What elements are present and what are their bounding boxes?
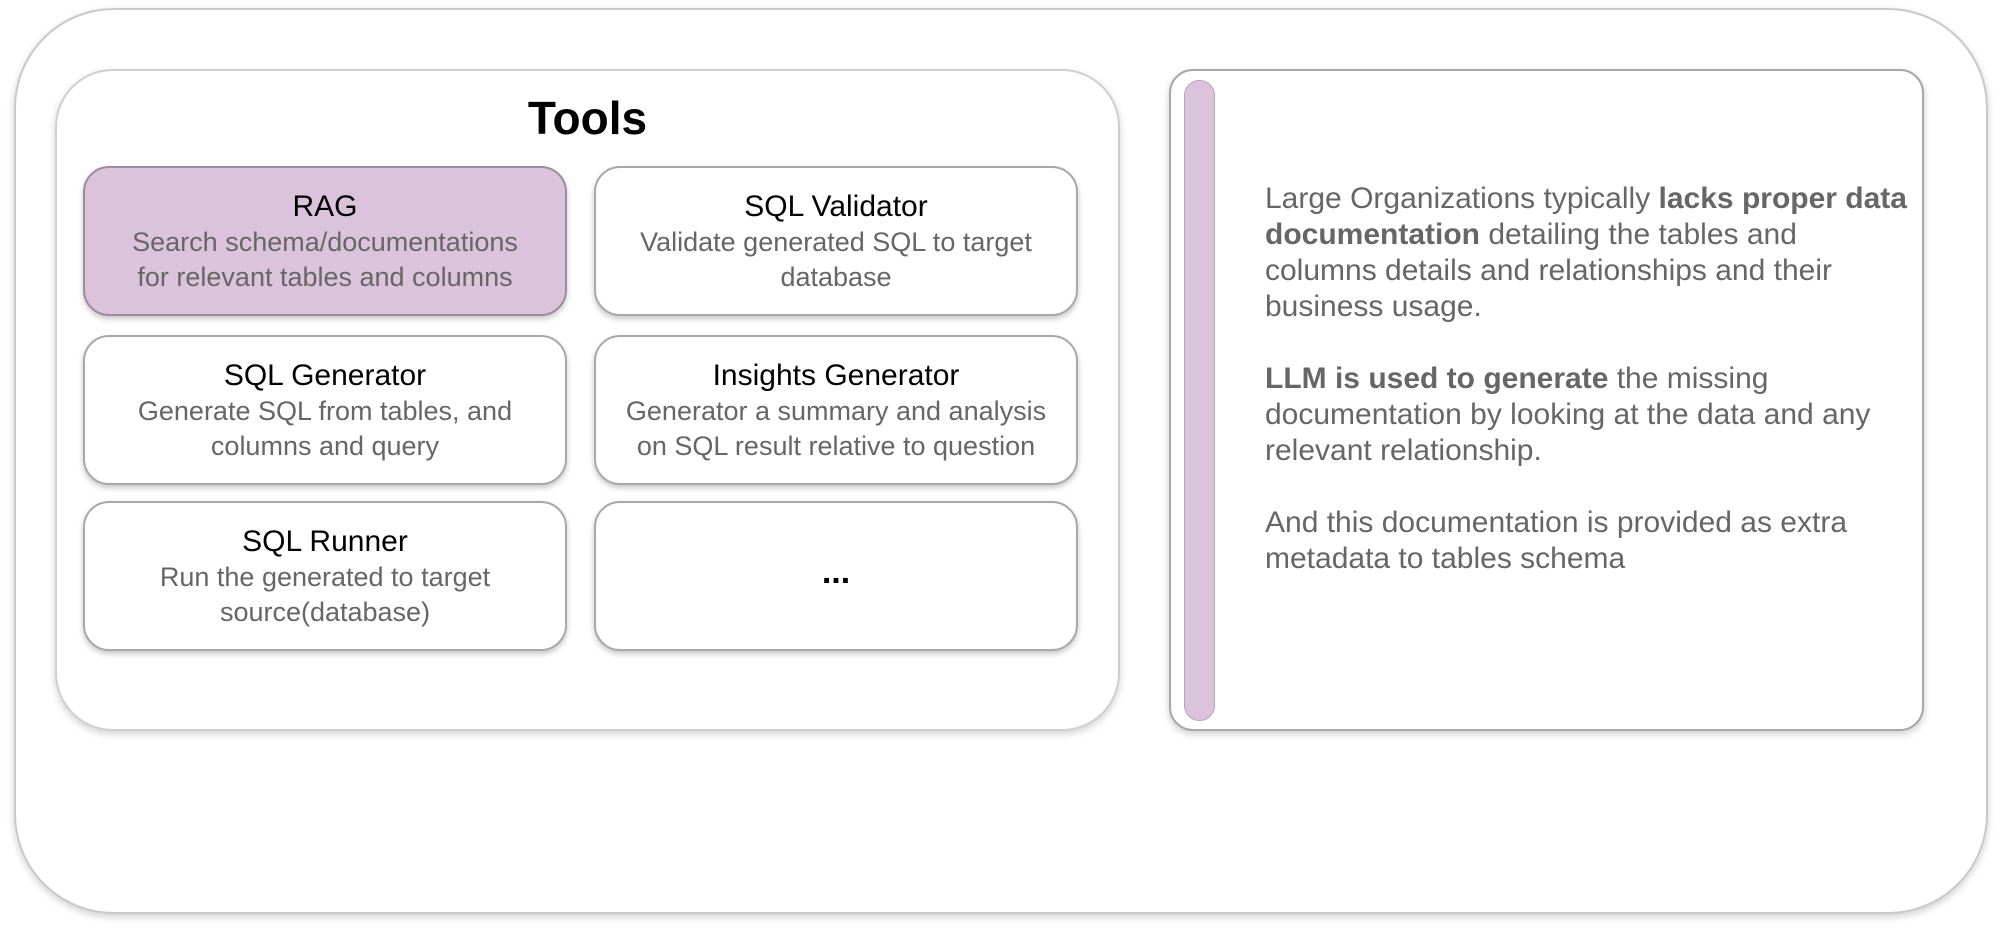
tool-description-line: for relevant tables and columns	[137, 262, 513, 292]
tool-description-line: Search schema/documentations	[132, 227, 518, 257]
tool-card-insights-generator: Insights Generator Generator a summary a…	[594, 335, 1078, 485]
tool-description-line: on SQL result relative to question	[636, 431, 1036, 461]
tool-card-sql-validator: SQL Validator Validate generated SQL to …	[594, 166, 1078, 316]
tool-card-rag: RAG Search schema/documentations for rel…	[83, 166, 567, 316]
info-text-span: Large Organizations typically	[1265, 182, 1659, 215]
tool-description-line: columns and query	[210, 431, 440, 461]
info-text-span: detailing the tables and columns details…	[1265, 218, 1832, 323]
info-text-span: the missing documentation by looking at …	[1265, 362, 1871, 467]
tool-card-more: ...	[594, 501, 1078, 651]
tool-name: SQL Generator	[223, 359, 427, 392]
more-tools-ellipsis: ...	[821, 553, 851, 591]
info-text: Large Organizations typically lacks prop…	[1265, 181, 1915, 613]
info-emphasis: lacks proper data documentation	[1265, 182, 1907, 251]
tool-description-line: Run the generated to target	[159, 562, 491, 592]
info-emphasis: LLM is used to generate	[1265, 362, 1609, 395]
tool-card-sql-generator: SQL Generator Generate SQL from tables, …	[83, 335, 567, 485]
accent-bar	[1184, 80, 1215, 721]
tool-description-line: Generate SQL from tables, and	[137, 396, 513, 426]
tool-description-line: database	[780, 262, 892, 292]
tool-name: SQL Runner	[242, 525, 408, 558]
tool-description-line: source(database)	[219, 597, 431, 627]
tool-description-line: Validate generated SQL to target	[640, 227, 1032, 257]
tool-description-line: Generator a summary and analysis	[625, 396, 1047, 426]
info-paragraph-2: LLM is used to generate the missing docu…	[1265, 361, 1915, 469]
tool-name: Insights Generator	[712, 359, 960, 392]
tools-title: Tools	[527, 92, 648, 144]
tool-card-sql-runner: SQL Runner Run the generated to target s…	[83, 501, 567, 651]
info-panel	[1169, 69, 1924, 731]
tool-name: RAG	[292, 190, 358, 223]
info-paragraph-1: Large Organizations typically lacks prop…	[1265, 181, 1915, 325]
info-paragraph-3: And this documentation is provided as ex…	[1265, 506, 1847, 575]
tool-name: SQL Validator	[744, 190, 928, 223]
